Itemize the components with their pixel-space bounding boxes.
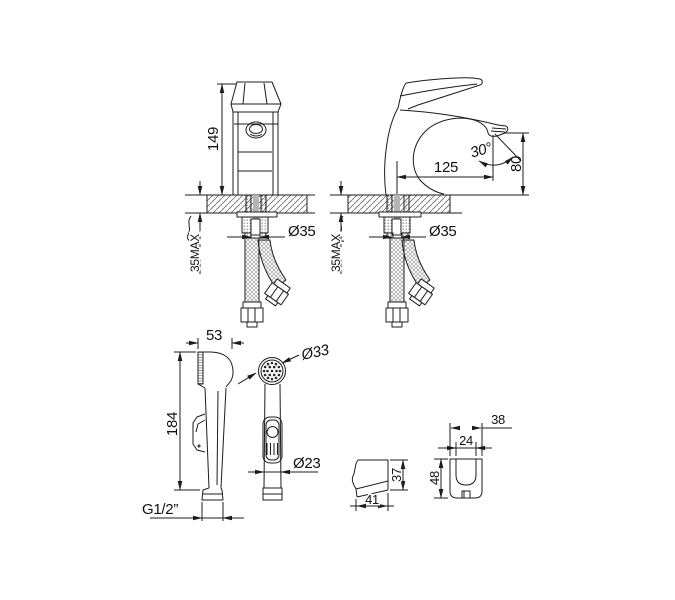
dim-thread-size: G1/2” (141, 500, 244, 521)
handshower-side-body (192, 351, 234, 501)
dim-label-35max: 35MAX (188, 234, 202, 272)
dim-label-g12: G1/2” (142, 501, 178, 518)
dim-label-35max: 35MAX (329, 234, 343, 272)
supply-hose (240, 237, 264, 328)
handshower-front-view: Ø33 Ø23 (237, 340, 333, 501)
faucet-front-view: 149 35MAX Ø35 (185, 81, 317, 328)
dim-label-dia33: Ø33 (299, 341, 331, 364)
spray-direction-line (494, 133, 522, 162)
thread-fitting (201, 487, 224, 501)
brand-emblem (245, 121, 267, 139)
dim-bracket-side-height: 37 (388, 459, 408, 491)
trigger-clip (192, 413, 206, 453)
dim-bracket-inner-width: 24 (438, 432, 492, 456)
dim-label-30deg: 30° (468, 139, 494, 161)
dim-bracket-front-height: 48 (426, 458, 448, 499)
dim-label-48: 48 (427, 471, 442, 485)
dim-deck-thickness: 35MAX (328, 181, 345, 274)
bracket-slot (455, 459, 477, 486)
dim-spout-reach: 125 (396, 135, 494, 194)
dim-mount-hole: Ø35 (227, 222, 317, 242)
dim-label-37: 37 (389, 468, 404, 482)
dim-handle-diameter: Ø23 (248, 454, 322, 475)
faucet-side-view: 125 80 30° 35MAX Ø35 (328, 77, 529, 328)
spray-face-edge (197, 351, 204, 385)
dim-deck-thickness: 35MAX (187, 181, 204, 274)
spray-head-face (258, 357, 286, 385)
mount-flange (378, 211, 422, 218)
spout-under-curve (412, 117, 489, 195)
dim-label-41: 41 (365, 492, 379, 507)
dim-head-diameter: Ø33 (281, 340, 333, 366)
spout-top-edge (399, 109, 499, 126)
dim-label-38: 38 (491, 412, 505, 427)
dim-label-184: 184 (164, 412, 181, 436)
faucet-front-body (230, 81, 282, 195)
projection-arrow (237, 372, 257, 385)
bracket-side-body (351, 459, 389, 498)
dim-label-dia35: Ø35 (429, 223, 456, 240)
dim-head-width: 53 (186, 326, 244, 349)
bracket-front-body (449, 458, 483, 499)
faucet-front-undermount (236, 194, 291, 328)
dim-label-dia23: Ø23 (293, 455, 320, 472)
threaded-stud (391, 218, 402, 236)
spray-nozzles (262, 361, 282, 381)
handshower-front-handle (262, 383, 283, 501)
threaded-stud (250, 218, 261, 236)
dim-label-53: 53 (206, 327, 222, 344)
dim-label-149: 149 (205, 127, 222, 151)
mount-flange (236, 211, 278, 218)
dim-label-dia35: Ø35 (288, 223, 315, 240)
dim-mount-hole: Ø35 (369, 222, 458, 242)
dim-shower-length: 184 (163, 351, 200, 491)
dim-label-125: 125 (434, 159, 458, 176)
bracket-clip (461, 490, 471, 499)
spout-tip (487, 124, 509, 137)
control-button (262, 416, 283, 464)
dim-bracket-outer-width: 38 (449, 411, 512, 456)
supply-hose (401, 239, 435, 307)
dim-faucet-height: 149 (204, 83, 236, 196)
supply-hose (257, 239, 291, 307)
dim-spout-height: 80 (505, 132, 529, 196)
faucet-side-undermount (378, 194, 435, 328)
break-line (187, 215, 193, 242)
dim-bracket-depth: 41 (350, 491, 394, 511)
dim-label-24: 24 (459, 433, 473, 448)
supply-hose (385, 237, 409, 328)
bracket-side-view: 37 41 (350, 459, 408, 511)
handshower-side-view: 53 184 G1/2” (141, 326, 244, 521)
bracket-front-view: 38 24 48 (426, 411, 512, 499)
